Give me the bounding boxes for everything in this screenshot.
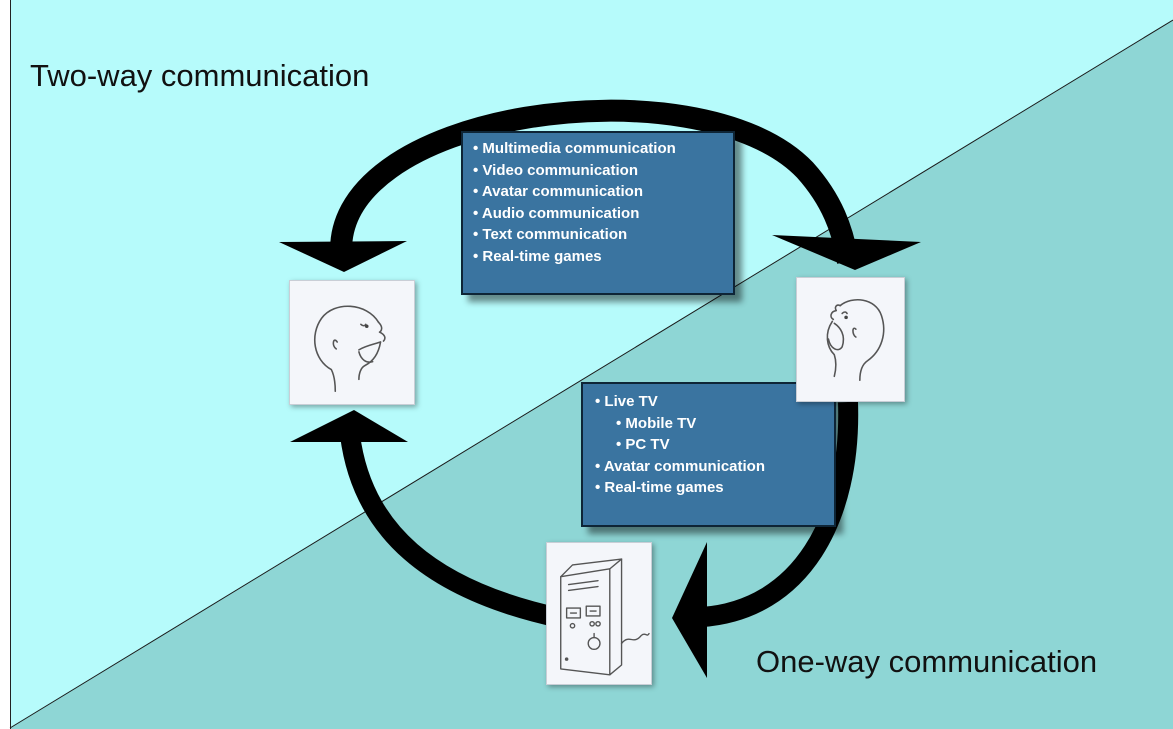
two-way-service-item: • Video communication: [473, 161, 638, 179]
arc-left: [340, 433, 563, 628]
arrowhead-to-right-face: [772, 235, 921, 270]
one-way-service-item: • Avatar communication: [595, 457, 766, 475]
one-way-label: One-way communication: [756, 644, 1098, 679]
arrowhead-to-device: [672, 542, 707, 678]
two-way-services-list: • Multimedia communication • Video commu…: [473, 138, 733, 267]
two-way-service-item: • Audio communication: [473, 204, 640, 222]
person-face-right-icon: [826, 298, 885, 382]
two-way-region: [10, 0, 1173, 728]
two-way-service-item: • Multimedia communication: [473, 140, 676, 157]
one-way-services-list: • Live TV • Mobile TV • PC TV • Avatar c…: [595, 391, 834, 499]
right-person-card: [796, 277, 905, 402]
one-way-service-item: • Live TV: [595, 393, 658, 410]
two-way-service-item: • Real-time games: [473, 247, 602, 265]
arrowhead-up-to-left-face: [290, 410, 408, 442]
person-face-left-icon: [314, 305, 386, 392]
left-person-card: [289, 280, 415, 405]
two-way-label: Two-way communication: [30, 58, 370, 93]
diagonal-divider: [9, 19, 1173, 729]
broadcast-device-card: [546, 542, 652, 685]
two-way-service-item: • Text communication: [473, 226, 628, 243]
one-way-services-box: • Live TV • Mobile TV • PC TV • Avatar c…: [581, 382, 836, 527]
one-way-service-item: • Real-time games: [595, 479, 724, 496]
two-way-service-item: • Avatar communication: [473, 183, 644, 200]
arc-right: [701, 401, 859, 627]
one-way-service-subitem: • Mobile TV: [616, 414, 697, 432]
one-way-service-subitem: • PC TV: [616, 436, 670, 453]
arrowhead-to-left-face: [279, 241, 407, 272]
arc-top: [330, 99, 859, 264]
two-way-services-box: • Multimedia communication • Video commu…: [461, 131, 735, 295]
broadcast-device-icon: [560, 558, 650, 676]
